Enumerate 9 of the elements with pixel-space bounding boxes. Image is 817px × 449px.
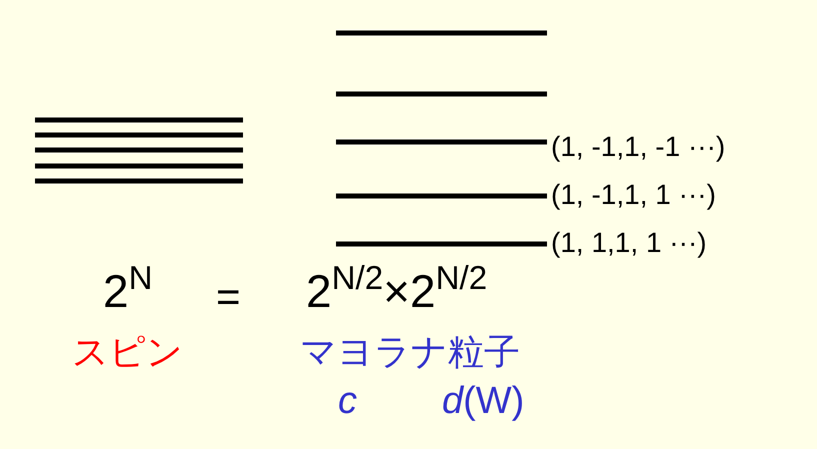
spin-label: スピン xyxy=(72,334,183,370)
symbol-label: d(W) xyxy=(442,382,524,420)
equation-text: 2$^{N}$ xyxy=(103,268,153,314)
equals-sign: = xyxy=(216,276,241,318)
majorana-label: マヨラナ粒子 xyxy=(300,334,520,370)
state-label: (1, -1,1, 1 ···) xyxy=(551,181,716,209)
symbol-label: c xyxy=(338,382,357,420)
state-label: (1, 1,1, 1 ···) xyxy=(551,229,707,257)
state-label: (1, -1,1, -1 ···) xyxy=(551,133,726,161)
